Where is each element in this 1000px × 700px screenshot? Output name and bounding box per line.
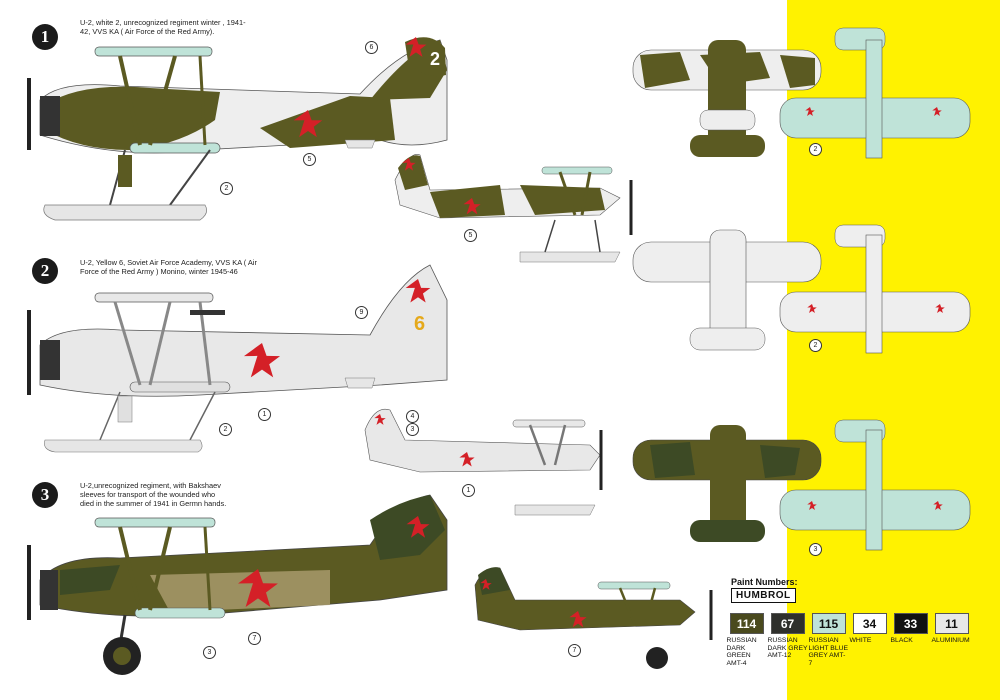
paint-swatch-code: 11 [934, 613, 969, 634]
paint-swatch-label: RUSSIAN LIGHT BLUE GREY AMT-7 [808, 637, 849, 667]
aircraft-2-small-profile [364, 408, 603, 516]
paint-swatch-code: 34 [852, 613, 887, 634]
paint-brand-label: HUMBROL [731, 588, 796, 603]
callout-marker: 5 [464, 229, 477, 242]
scheme-2-number: 2 [32, 258, 58, 284]
callout-marker: 1 [462, 484, 475, 497]
paint-swatch-code: 67 [770, 613, 805, 634]
callout-marker: 7 [248, 632, 261, 645]
callout-marker: 6 [365, 41, 378, 54]
paint-swatch-label: WHITE [849, 637, 872, 644]
callout-marker: 5 [303, 153, 316, 166]
aircraft-1-side-profile: 2 [27, 37, 448, 221]
callout-marker: 7 [568, 644, 581, 657]
paint-swatch-code: 33 [893, 613, 928, 634]
callout-marker: 2 [809, 339, 822, 352]
aircraft-3-plan-views [632, 419, 971, 551]
aircraft-2-side-profile: 6 [27, 264, 448, 453]
callout-marker: 3 [809, 543, 822, 556]
callout-marker: 2 [219, 423, 232, 436]
callout-marker: 2 [809, 143, 822, 156]
paint-swatch-label: BLACK [890, 637, 913, 644]
paint-numbers-title: Paint Numbers: [731, 577, 798, 587]
paint-swatch-label: RUSSIAN DARK GREY AMT-12 [767, 637, 808, 659]
paint-swatch-label: RUSSIAN DARK GREEN AMT-4 [726, 637, 757, 667]
aircraft-1-code: 2 [430, 49, 440, 69]
aircraft-3-side-profile [27, 494, 448, 675]
callout-marker: 3 [203, 646, 216, 659]
paint-swatch-code: 115 [811, 613, 846, 634]
scheme-3-number: 3 [32, 482, 58, 508]
aircraft-1-plan-views [632, 27, 971, 159]
paint-swatch-code: 114 [729, 613, 764, 634]
aircraft-2-plan-views [632, 224, 971, 354]
callout-marker: 2 [220, 182, 233, 195]
scheme-3-caption: U-2,unrecognized regiment, with Bakshaev… [80, 481, 227, 508]
scheme-1-number: 1 [32, 24, 58, 50]
aircraft-3-small-profile [474, 567, 713, 669]
scheme-2-caption: U-2, Yellow 6, Soviet Air Force Academy,… [80, 258, 257, 276]
callout-marker: 9 [355, 306, 368, 319]
callout-marker: 3 [406, 423, 419, 436]
scheme-1-caption: U-2, white 2, unrecognized regiment wint… [80, 18, 246, 36]
callout-marker: 1 [258, 408, 271, 421]
aircraft-1-small-profile [394, 153, 633, 263]
callout-marker: 4 [406, 410, 419, 423]
paint-swatch-label: ALUMINIUM [931, 637, 970, 644]
aircraft-2-code: 6 [414, 313, 425, 335]
